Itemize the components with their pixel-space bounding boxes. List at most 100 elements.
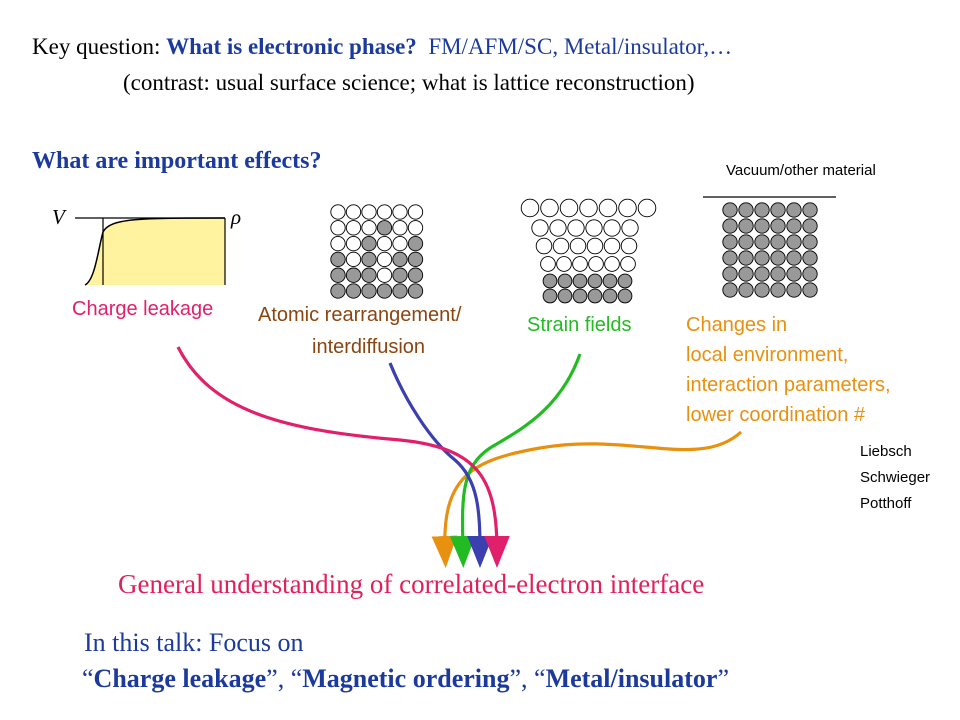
atom xyxy=(603,237,621,255)
atom xyxy=(770,250,786,266)
atom xyxy=(770,266,786,282)
atom xyxy=(557,288,573,304)
atom xyxy=(786,250,802,266)
atom xyxy=(345,204,362,220)
atom xyxy=(587,273,603,289)
atom xyxy=(572,288,588,304)
atom xyxy=(345,267,362,283)
atom xyxy=(392,204,408,220)
atom xyxy=(549,219,567,237)
atom xyxy=(802,218,818,234)
atom xyxy=(620,237,638,255)
focus-item-magnetic-ordering: Magnetic ordering xyxy=(302,664,510,693)
atom xyxy=(637,198,657,218)
local-line-1: Changes in xyxy=(686,314,788,336)
atomic-caption-2: interdiffusion xyxy=(312,336,426,358)
strain-lattice xyxy=(520,198,657,304)
atom xyxy=(802,202,818,218)
atom xyxy=(722,250,738,266)
atom xyxy=(392,283,408,299)
atom xyxy=(572,273,588,289)
atom xyxy=(770,218,786,234)
atom xyxy=(376,204,393,220)
atom xyxy=(542,288,558,304)
atom xyxy=(572,256,588,272)
atom xyxy=(738,202,754,218)
atom xyxy=(754,266,770,282)
atom xyxy=(392,235,408,252)
atom xyxy=(587,288,603,304)
atom xyxy=(738,250,754,266)
atom xyxy=(786,234,802,250)
general-understanding: General understanding of correlated-elec… xyxy=(118,569,705,599)
atom xyxy=(602,288,618,304)
atom xyxy=(722,282,738,298)
vacuum-label: Vacuum/other material xyxy=(726,162,876,179)
atom xyxy=(567,219,585,237)
orange-arrow xyxy=(431,430,743,568)
atom xyxy=(330,283,346,299)
rho-label: ρ xyxy=(231,205,242,229)
atom xyxy=(345,251,362,268)
atom xyxy=(531,219,549,237)
atom xyxy=(603,219,621,237)
atom xyxy=(361,204,377,220)
atom xyxy=(376,267,393,283)
atom xyxy=(392,220,408,236)
atom xyxy=(330,267,346,283)
strain-caption: Strain fields xyxy=(527,314,632,336)
atom xyxy=(786,282,802,298)
atom xyxy=(376,235,393,252)
atom xyxy=(376,283,393,299)
atom xyxy=(392,251,408,268)
atom xyxy=(802,250,818,266)
atom xyxy=(542,273,558,289)
atom xyxy=(557,273,573,289)
green-arrow xyxy=(449,353,582,568)
atom xyxy=(621,219,639,237)
atom xyxy=(361,220,377,236)
atom xyxy=(786,202,802,218)
atom xyxy=(552,237,570,255)
reference-3: Potthoff xyxy=(860,495,912,512)
atom xyxy=(520,198,540,218)
charge-leakage-graph xyxy=(75,217,226,286)
blue-arrow xyxy=(388,362,493,568)
atom xyxy=(345,283,362,299)
atom xyxy=(585,219,603,237)
atom xyxy=(407,251,424,268)
atom xyxy=(786,266,802,282)
focus-item-charge-leakage: Charge leakage xyxy=(93,664,267,693)
charge-leakage-caption: Charge leakage xyxy=(72,298,214,320)
local-line-3: interaction parameters, xyxy=(686,374,891,396)
atom xyxy=(540,198,559,218)
atom xyxy=(345,235,362,252)
key-question-line: Key question: What is electronic phase? … xyxy=(32,34,732,60)
atom xyxy=(722,234,738,250)
key-prefix: Key question: xyxy=(32,34,167,59)
reference-2: Schwieger xyxy=(860,469,931,486)
atom xyxy=(535,237,553,255)
atom xyxy=(802,282,818,298)
contrast-line: (contrast: usual surface science; what i… xyxy=(123,70,695,95)
atom xyxy=(770,282,786,298)
atom xyxy=(330,235,346,252)
atom xyxy=(376,220,393,236)
local-line-4: lower coordination # xyxy=(686,404,865,426)
focus-intro: In this talk: Focus on xyxy=(84,628,304,657)
atom xyxy=(540,256,556,272)
v-label: V xyxy=(52,205,65,229)
atom xyxy=(588,256,604,272)
atom xyxy=(361,251,377,268)
atom xyxy=(361,235,377,252)
atom xyxy=(770,202,786,218)
atom xyxy=(569,237,587,255)
atom xyxy=(754,202,770,218)
atom xyxy=(392,267,408,283)
atom xyxy=(754,218,770,234)
atom xyxy=(330,251,346,268)
atom xyxy=(361,267,377,283)
atom xyxy=(559,198,579,218)
atom xyxy=(802,266,818,282)
atom xyxy=(754,234,770,250)
